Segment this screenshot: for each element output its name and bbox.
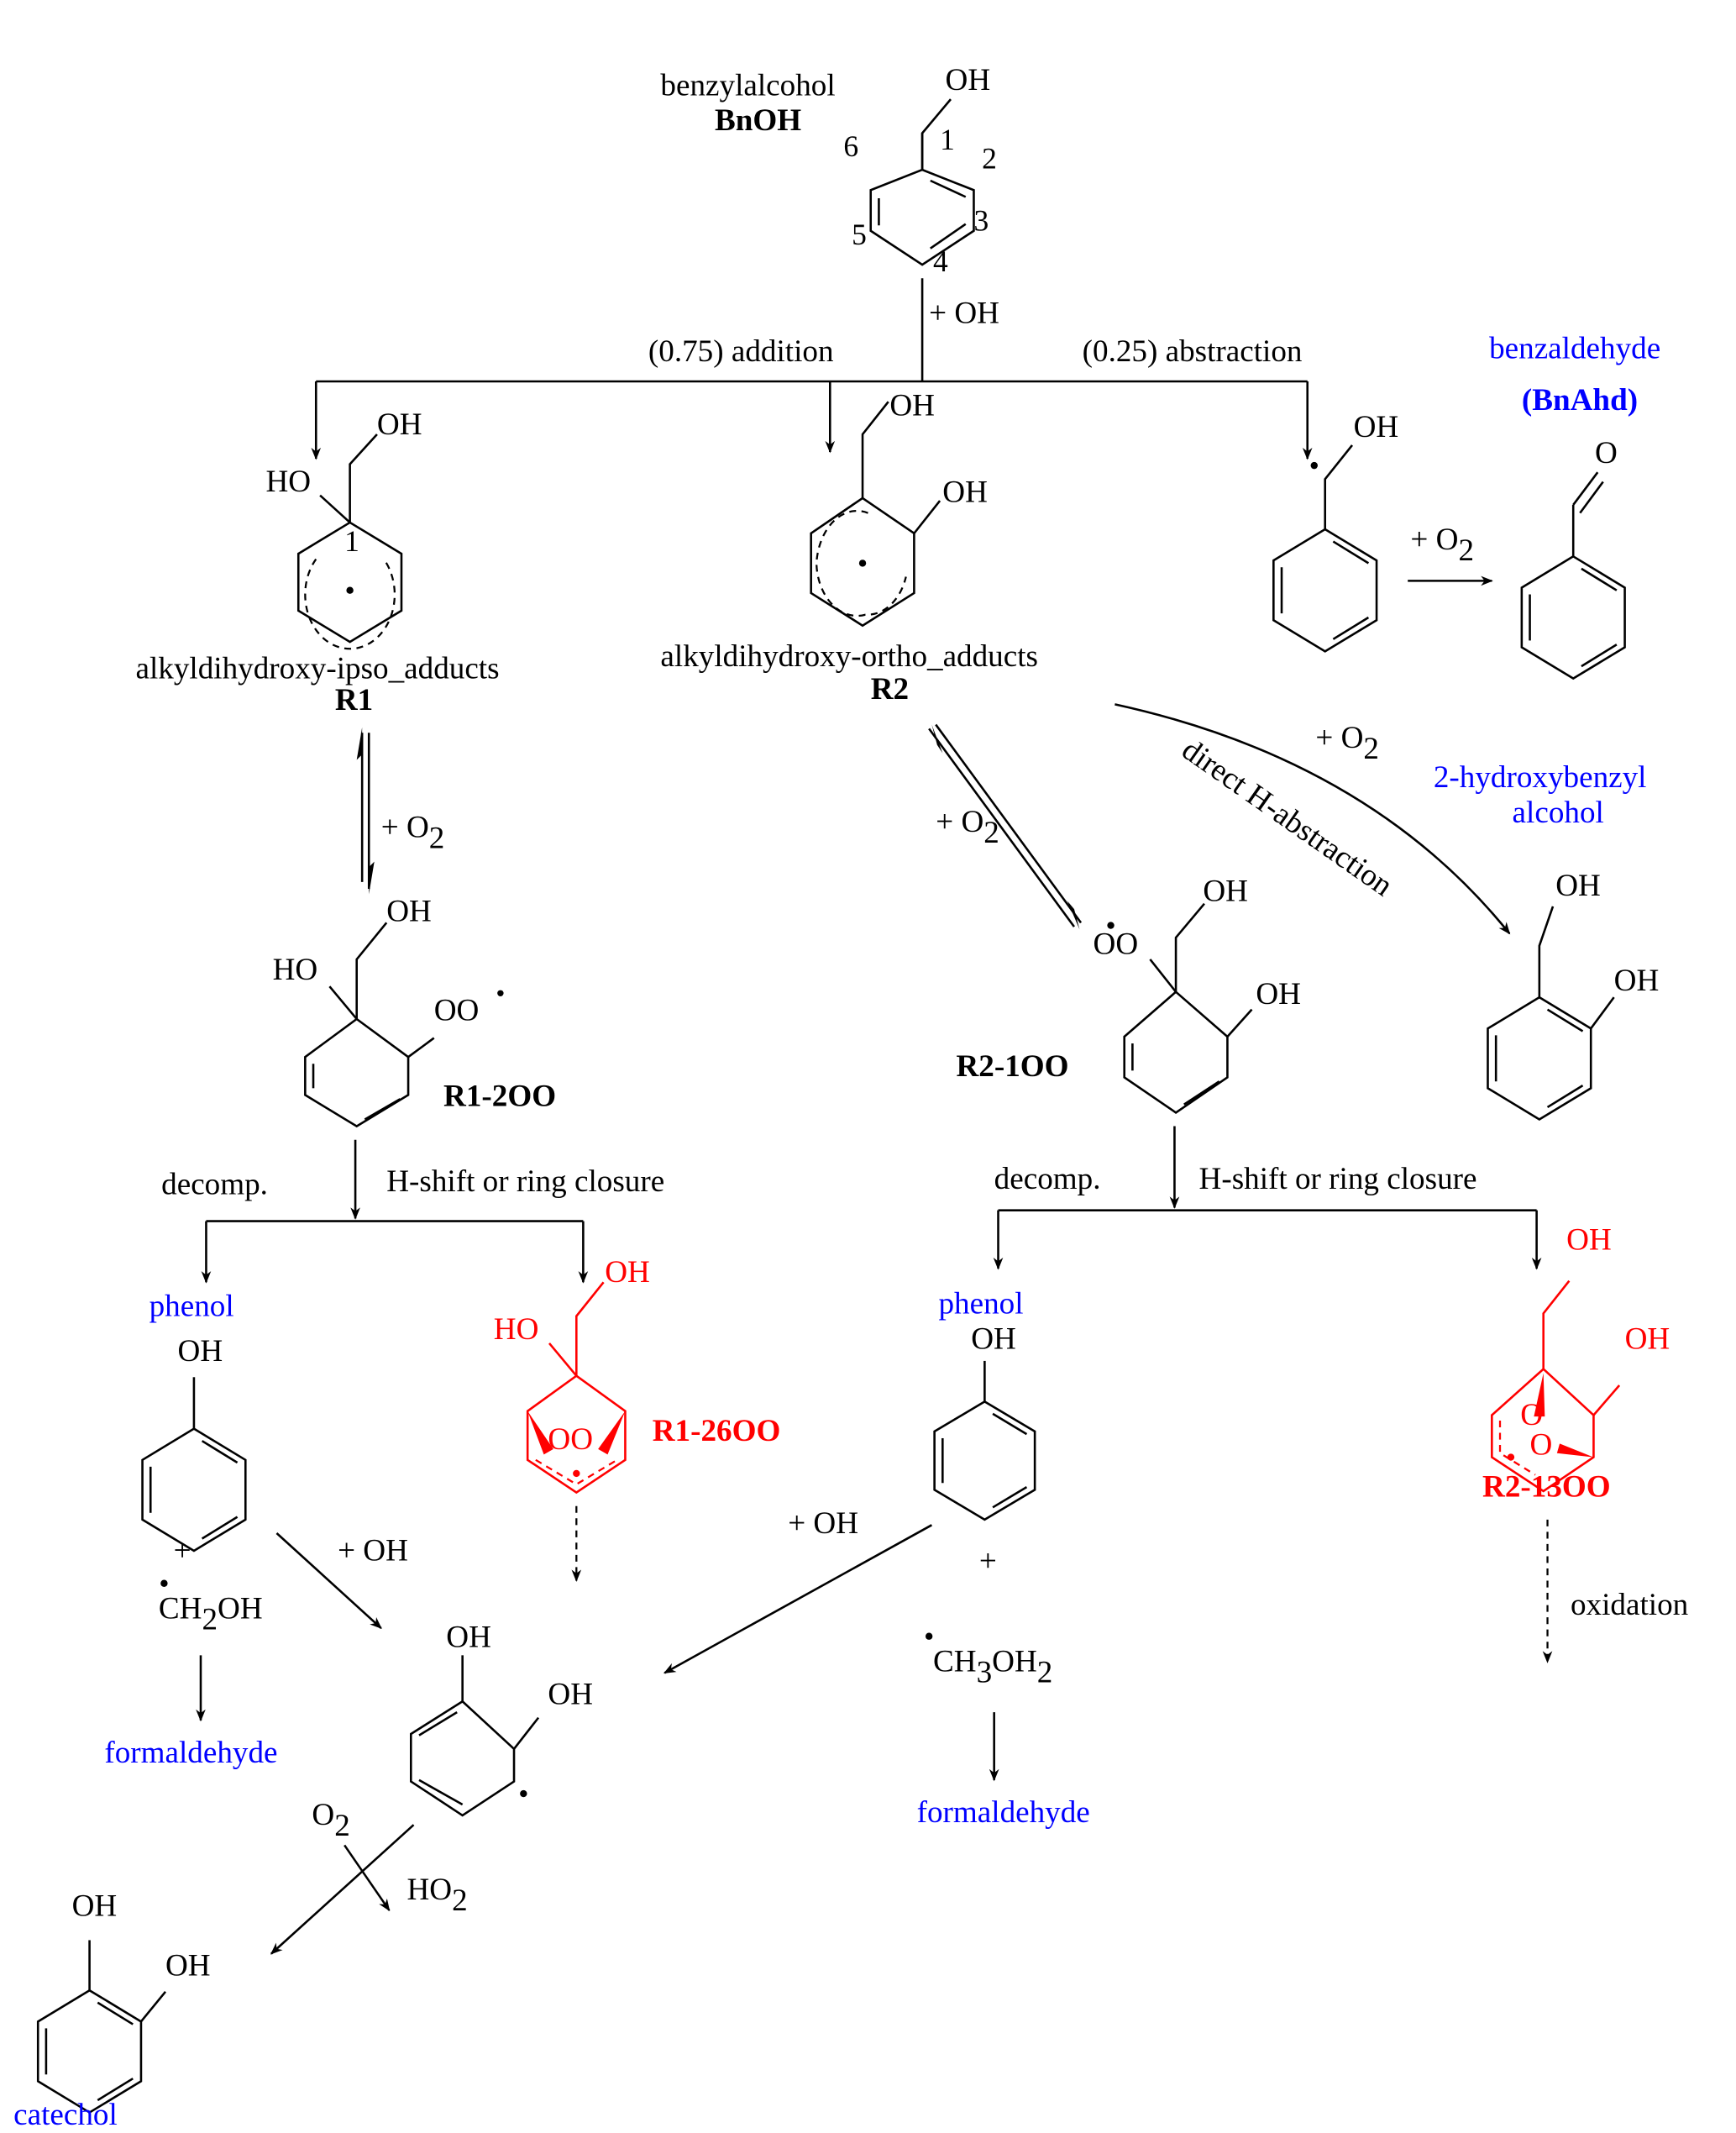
addition-label: (0.75) addition (648, 334, 834, 369)
hydroxybenzyl-alcohol-structure: OH OH (1487, 869, 1660, 1121)
left-formaldehyde: formaldehyde (104, 1736, 277, 1770)
r1-26oo-id: R1-26OO (653, 1414, 781, 1448)
oh-reaction-branch: + OH (0.75) addition (0.25) abstraction (311, 278, 1313, 460)
ho2-label: HO2 (406, 1873, 467, 1918)
hydroxybenzyl-alcohol-name-line2: alcohol (1513, 796, 1604, 830)
r2-1oo-oh-ring: OH (1256, 977, 1301, 1011)
r2-13oo-o1: O (1520, 1398, 1543, 1432)
r1-2oo-ho-label: HO (273, 953, 318, 987)
right-oh-attack-label: + OH (788, 1506, 858, 1541)
right-phenol-branch: phenol OH + + OH CH3OH2 formaldehyde (663, 1286, 1090, 1830)
r2-13oo-id: R2-13OO (1482, 1469, 1611, 1504)
left-plus: + (174, 1533, 191, 1568)
left-ch2oh-radical: CH2OH (159, 1592, 263, 1637)
r2-1oo-id: R2-1OO (956, 1049, 1068, 1084)
hydroxybenzyl-alcohol-oh-top: OH (1555, 869, 1601, 903)
r1-o2-label: + O2 (381, 811, 445, 856)
r1-structure: OH HO 1 alkyldihydroxy-ipso_adducts R1 (135, 407, 499, 717)
bnoh-abbr: BnOH (715, 103, 801, 138)
r1-26oo-oh-label: OH (605, 1255, 650, 1290)
r2-13oo-o2: O (1530, 1427, 1553, 1462)
r2-decomp-label: decomp. (994, 1162, 1101, 1196)
dihydroxy-radical-oh-ring: OH (548, 1677, 593, 1711)
r1-o2-equilibrium: + O2 (356, 727, 445, 895)
bnoh-name: benzylalcohol (660, 68, 835, 102)
left-phenol-oh: OH (178, 1334, 223, 1369)
r1-2oo-structure: OH HO OO R1-2OO (273, 895, 556, 1128)
r2-structure: OH OH alkyldihydroxy-ortho_adducts R2 (660, 388, 1038, 707)
dihydroxy-radical-oh-top: OH (446, 1621, 491, 1655)
position-5: 5 (852, 218, 867, 251)
r1-2oo-branch: decomp. H-shift or ring closure (161, 1139, 664, 1284)
o2-label: O2 (312, 1798, 349, 1843)
catechol-oh-ring: OH (165, 1948, 211, 1983)
benzylalcohol-structure: OH benzylalcohol BnOH 1 2 3 4 5 6 (660, 63, 996, 278)
r2-id: R2 (871, 672, 909, 707)
r2-13oo-structure: OH OH O O R2-13OO oxidation (1482, 1223, 1688, 1663)
position-3: 3 (973, 204, 989, 238)
r1-ho-label: HO (266, 465, 312, 499)
benzyl-radical-oh-label: OH (1354, 410, 1399, 444)
r2-oh-top-label: OH (889, 388, 935, 423)
benzaldehyde-o-label: O (1595, 436, 1618, 470)
r2-1oo-oh-top: OH (1203, 874, 1248, 908)
position-6: 6 (843, 129, 858, 163)
left-phenol-branch: phenol OH + CH2OH formaldehyde + OH (104, 1290, 408, 1770)
r2-o2-label: + O2 (936, 805, 999, 850)
benzyl-radical-structure: OH (1272, 410, 1399, 653)
r1-26oo-oo-label: OO (548, 1422, 593, 1457)
right-ch3oh2-radical: CH3OH2 (933, 1645, 1052, 1690)
r1-oh-label: OH (377, 407, 422, 442)
abstraction-label: (0.25) abstraction (1083, 334, 1303, 369)
right-plus: + (979, 1544, 997, 1579)
left-phenol-name: phenol (149, 1290, 234, 1324)
r2-1oo-branch: decomp. H-shift or ring closure (993, 1126, 1542, 1270)
benzaldehyde-o2-label: + O2 (1410, 523, 1474, 568)
r2-oh-ring-label: OH (942, 475, 988, 510)
r2-1oo-structure: OO OH OH R2-1OO (956, 874, 1301, 1114)
position-1: 1 (940, 123, 955, 156)
r2-1oo-oo-label: OO (1094, 927, 1139, 961)
catechol-structure: OH OH catechol (13, 1889, 210, 2132)
r1-id: R1 (335, 683, 373, 717)
bnoh-oh-label: OH (946, 63, 991, 97)
benzaldehyde-name: benzaldehyde (1489, 332, 1660, 366)
catechol-oh-top: OH (72, 1889, 118, 1923)
r2-hshift-label: H-shift or ring closure (1199, 1162, 1477, 1196)
direct-o2-label: + O2 (1315, 721, 1379, 766)
r2-o2-equilibrium: + O2 (928, 723, 1083, 930)
oh-reagent-label: + OH (929, 297, 999, 331)
position-4: 4 (933, 244, 948, 278)
final-oxidation-step: O2 HO2 (270, 1798, 468, 1955)
right-phenol-oh: OH (971, 1321, 1016, 1356)
r1-26oo-structure: OH HO OO R1-26OO (494, 1255, 781, 1582)
r2-name: alkyldihydroxy-ortho_adducts (660, 639, 1038, 674)
position-2: 2 (982, 141, 997, 175)
r1-2oo-id: R1-2OO (443, 1079, 556, 1113)
r1-hshift-label: H-shift or ring closure (386, 1164, 664, 1199)
r1-decomp-label: decomp. (161, 1167, 268, 1201)
r2-13oo-oh-top: OH (1566, 1223, 1612, 1258)
r1-26oo-ho-label: HO (494, 1312, 539, 1347)
hydroxybenzyl-alcohol-oh-ring: OH (1614, 964, 1660, 998)
benzaldehyde-abbr: (BnAhd) (1522, 383, 1638, 418)
r1-name: alkyldihydroxy-ipso_adducts (135, 652, 499, 686)
dihydroxy-radical-structure: OH OH (410, 1621, 593, 1817)
r2-13oo-oh-ring: OH (1625, 1321, 1670, 1356)
r1-position-1: 1 (344, 524, 359, 558)
right-phenol-name: phenol (938, 1286, 1023, 1321)
catechol-name: catechol (13, 2098, 118, 2132)
benzaldehyde-structure: + O2 O benzaldehyde (BnAhd) (1408, 332, 1660, 680)
oxidation-label: oxidation (1571, 1588, 1688, 1622)
right-formaldehyde: formaldehyde (917, 1795, 1090, 1830)
hydroxybenzyl-alcohol-name-line1: 2-hydroxybenzyl (1434, 760, 1647, 795)
r1-2oo-oo-label: OO (434, 994, 480, 1028)
r1-2oo-oh-label: OH (386, 895, 432, 929)
left-oh-attack-label: + OH (338, 1533, 408, 1568)
